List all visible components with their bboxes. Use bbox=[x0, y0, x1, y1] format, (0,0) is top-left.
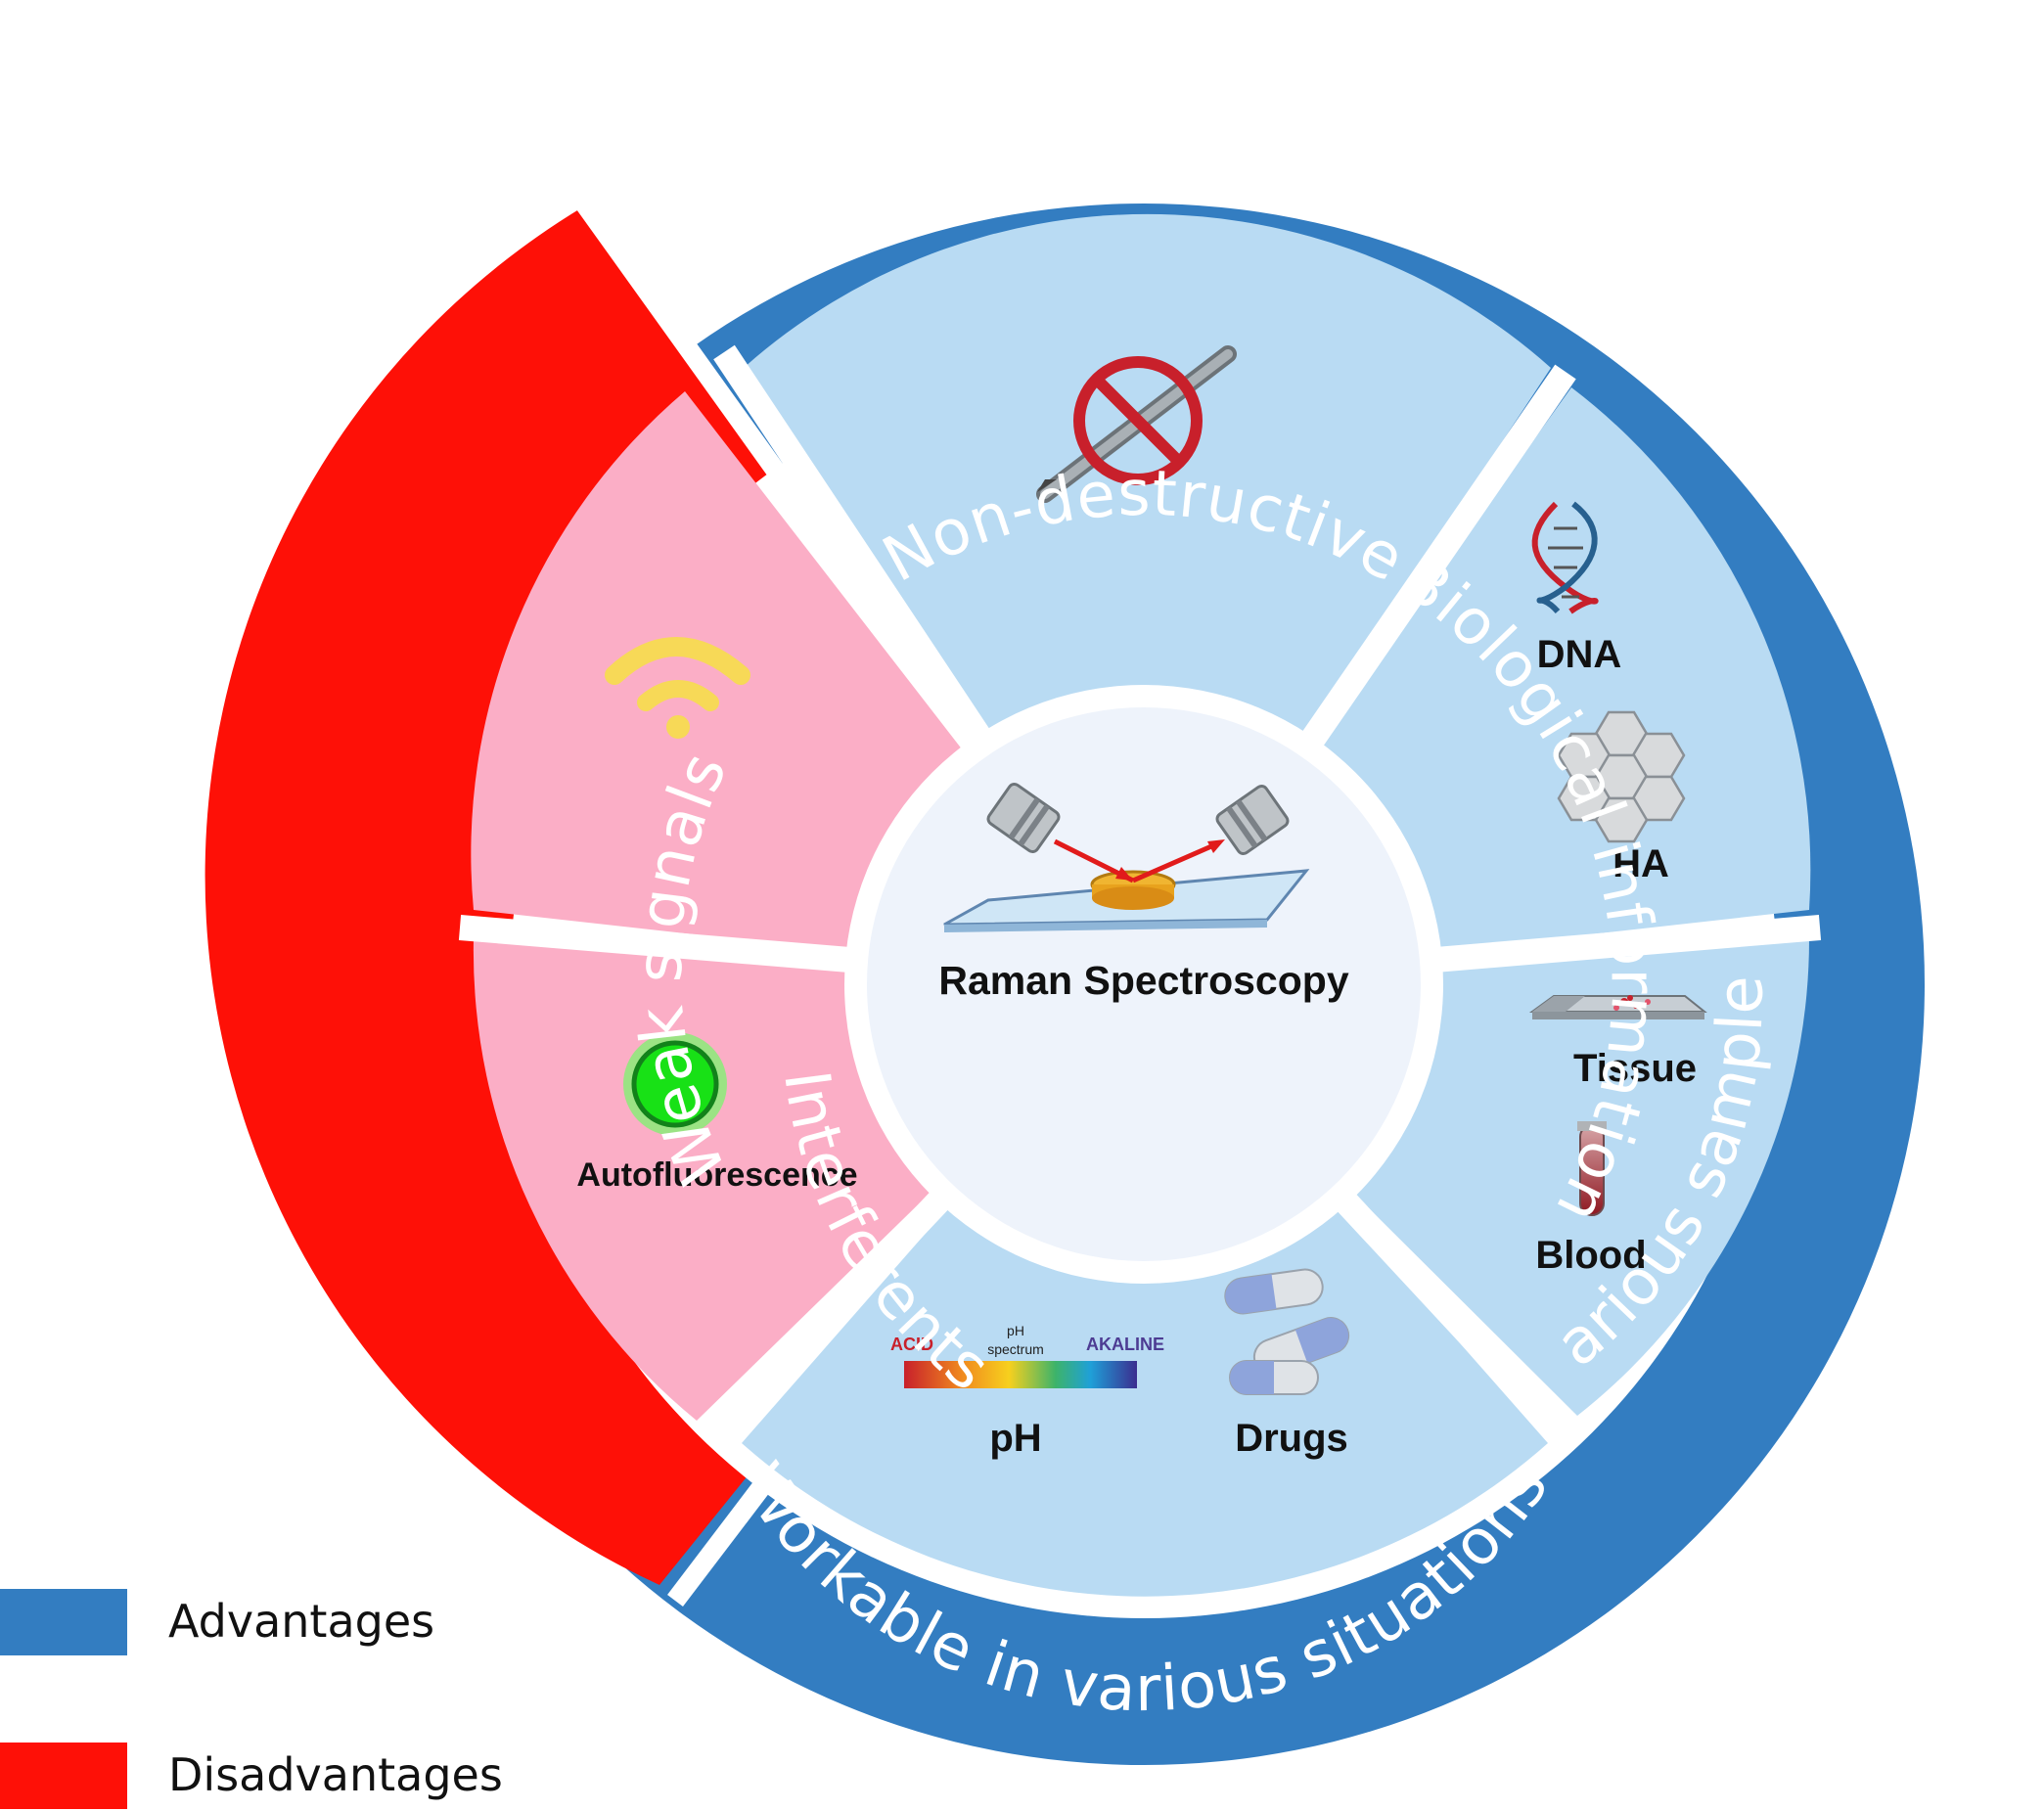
wifi-icon bbox=[605, 637, 750, 739]
ha-label: HA bbox=[1612, 842, 1669, 885]
center-label: Raman Spectroscopy bbox=[938, 958, 1348, 1003]
ph-label: pH bbox=[989, 1417, 1041, 1460]
autofluorescence-icon bbox=[623, 1032, 727, 1136]
legend-advantages: Advantages bbox=[0, 1589, 685, 1657]
legend-disadvantages: Disadvantages bbox=[0, 1743, 685, 1811]
disadvantages-label: Disadvantages bbox=[168, 1748, 503, 1801]
blood-tube-icon bbox=[1577, 1121, 1607, 1216]
advantages-swatch bbox=[0, 1589, 127, 1655]
autofluorescence-label: Autofluorescence bbox=[576, 1156, 857, 1194]
ph-spectrum-label-1: pH bbox=[1007, 1323, 1024, 1338]
raman-setup-icon bbox=[943, 782, 1310, 932]
tissue-slide-icon bbox=[1528, 995, 1707, 1019]
center-disk-inner bbox=[867, 707, 1421, 1261]
capsules-icon bbox=[1224, 1268, 1350, 1395]
sector-workable bbox=[742, 984, 1548, 1597]
blood-label: Blood bbox=[1535, 1234, 1646, 1277]
tissue-label: Tissue bbox=[1573, 1047, 1697, 1090]
sector-non-destructive bbox=[744, 213, 1551, 984]
acid-label: ACID bbox=[890, 1335, 933, 1354]
ph-gradient-bar bbox=[904, 1361, 1137, 1388]
dna-icon bbox=[1531, 501, 1599, 614]
dna-label: DNA bbox=[1537, 633, 1622, 676]
drugs-label: Drugs bbox=[1235, 1417, 1348, 1460]
advantages-label: Advantages bbox=[168, 1595, 435, 1648]
ha-icon bbox=[1557, 710, 1686, 843]
alkaline-label: AKALINE bbox=[1086, 1335, 1164, 1354]
disadvantages-swatch bbox=[0, 1743, 127, 1809]
ph-spectrum-label-2: spectrum bbox=[987, 1341, 1044, 1357]
prohibited-scalpel-icon bbox=[1036, 345, 1237, 503]
